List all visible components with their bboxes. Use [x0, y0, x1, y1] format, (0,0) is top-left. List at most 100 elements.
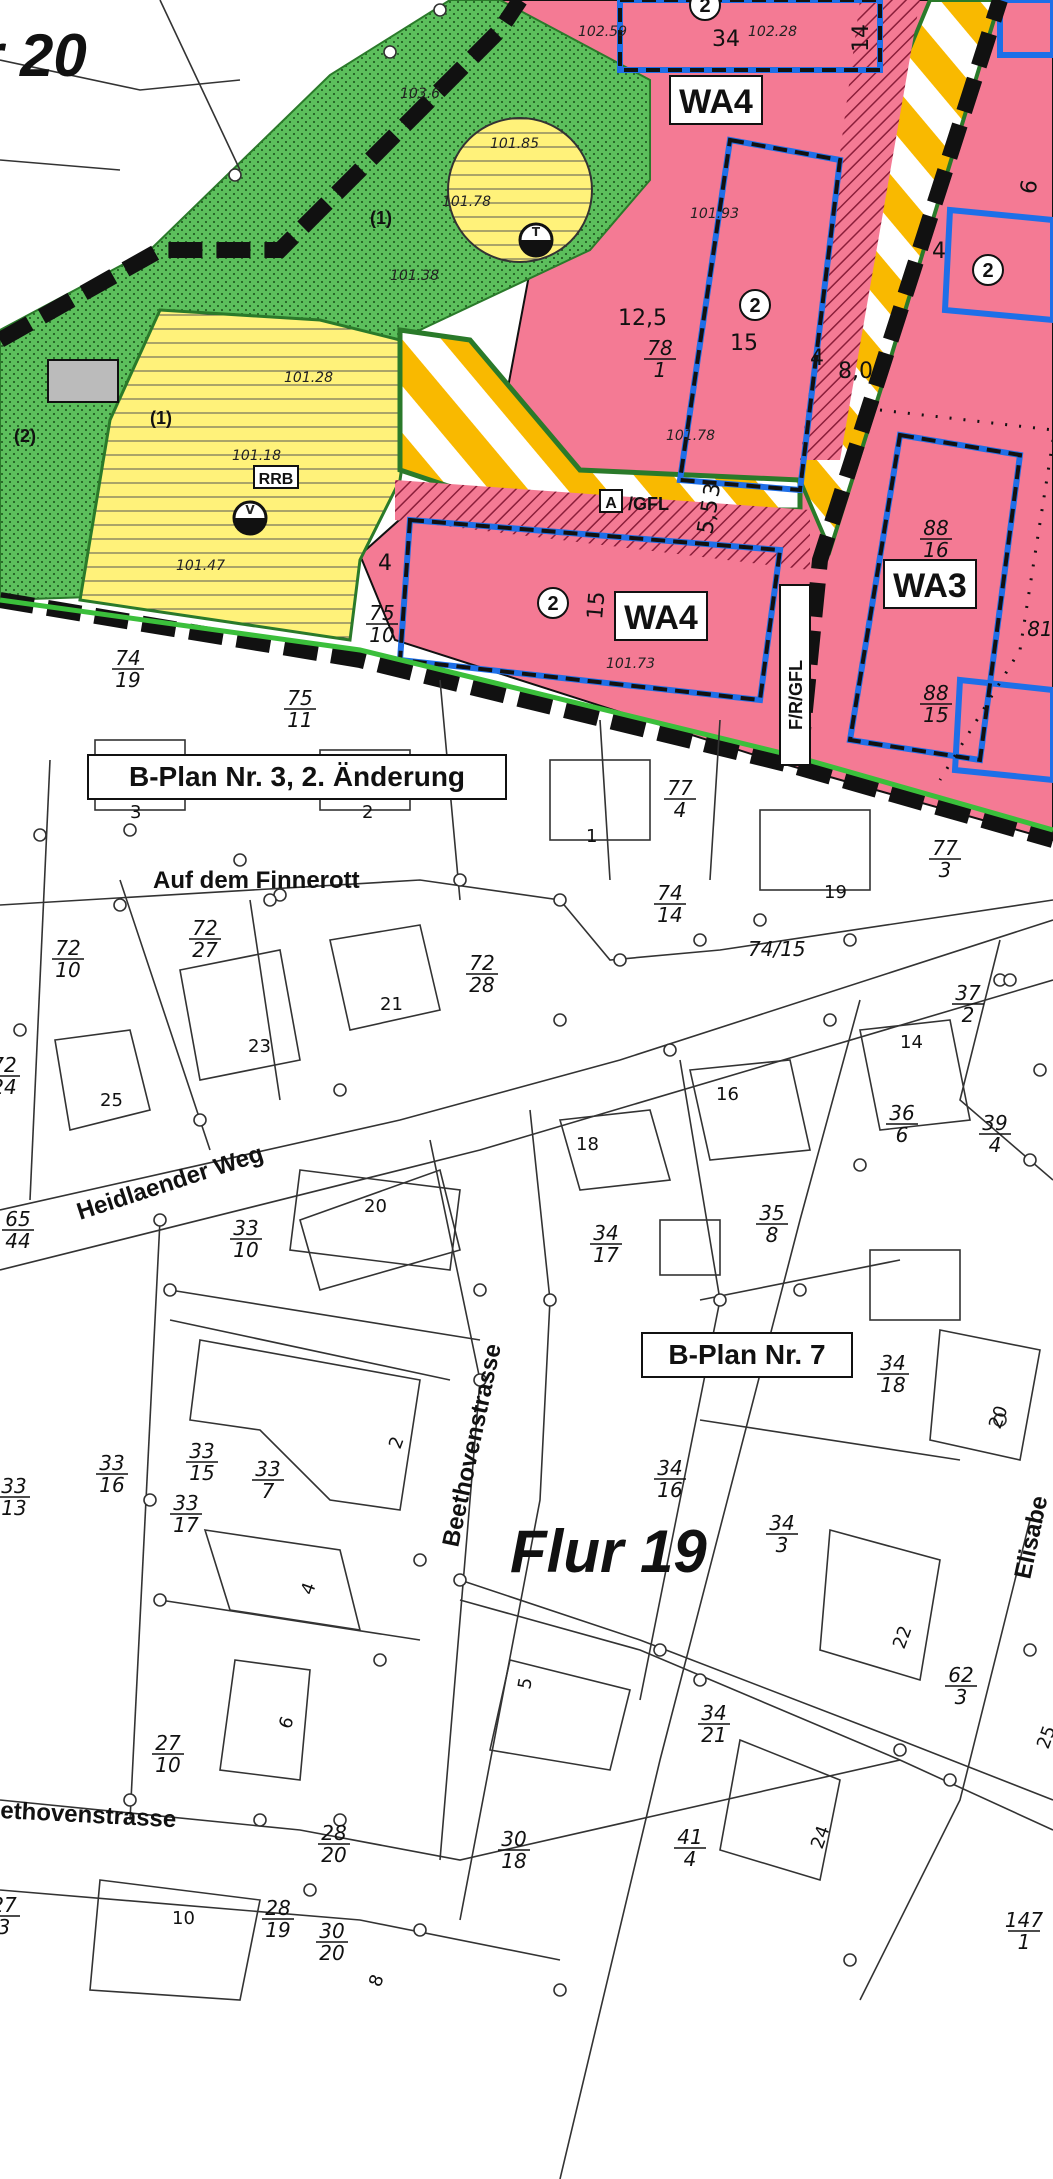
lot-number: 337 [252, 1457, 284, 1503]
lot-numerator: 33 [255, 1457, 280, 1481]
svg-text:8,0: 8,0 [838, 359, 873, 384]
lot-numerator: 74 [115, 646, 140, 670]
lot-numerator: 28 [321, 1821, 346, 1845]
lot-denominator: 17 [173, 1513, 199, 1537]
lot-numerator: 34 [701, 1701, 726, 1725]
hatched-strips [395, 0, 920, 570]
lot-numerator: 33 [173, 1491, 198, 1515]
lot-denominator: 4 [684, 1847, 697, 1871]
lot-denominator: 1 [654, 358, 667, 382]
svg-text:25: 25 [100, 1090, 123, 1111]
lot-numerator: 34 [593, 1221, 618, 1245]
lot-numerator: 27 [0, 1893, 17, 1917]
lot-denominator: 17 [593, 1243, 619, 1267]
lot-denominator: 10 [369, 623, 394, 647]
lot-denominator: 4 [989, 1133, 1002, 1157]
lot-number: 343 [766, 1511, 798, 1557]
lot-numerator: 77 [932, 836, 958, 860]
lot-numerator: 147 [1005, 1908, 1043, 1932]
svg-text:101.18: 101.18 [232, 448, 281, 464]
lot-numerator: 88 [923, 516, 948, 540]
lot-denominator: 16 [923, 538, 948, 562]
lot-number: 358 [756, 1201, 788, 1247]
lot-numerator: 62 [948, 1663, 973, 1687]
lot-number: 81 [1027, 617, 1052, 641]
svg-text:101.85: 101.85 [490, 136, 539, 152]
symbol-nodes [47, 222, 554, 536]
street-auf-dem-finnerott: Auf dem Finnerott [153, 867, 360, 894]
lot-numerator: 34 [880, 1351, 905, 1375]
svg-text:14: 14 [849, 24, 874, 52]
svg-text:101.28: 101.28 [284, 370, 333, 386]
lot-denominator: 4 [674, 798, 687, 822]
svg-text:101.47: 101.47 [176, 558, 225, 574]
lot-denominator: 1 [1018, 1930, 1031, 1954]
svg-text:18: 18 [576, 1134, 599, 1155]
dashed-envelope-lines [397, 0, 1023, 763]
lot-number: 414 [674, 1825, 706, 1871]
ref-1b: (1) [150, 408, 172, 428]
parcel-nodes [13, 3, 1047, 1997]
storey-markers [537, 0, 1004, 619]
svg-text:21: 21 [380, 994, 403, 1015]
lot-numerator: 28 [265, 1896, 290, 1920]
lot-denominator: 44 [5, 1229, 30, 1253]
lot-numerator: 78 [647, 336, 672, 360]
lot-numerator: 33 [99, 1451, 124, 1475]
lot-numerator: 72 [469, 951, 494, 975]
rrb-label: RRB [259, 471, 294, 488]
lot-numerator: 41 [677, 1825, 702, 1849]
lot-numerator: 33 [189, 1439, 214, 1463]
lot-numerator: 35 [759, 1201, 784, 1225]
height-labels: 101.85 101.78 101.93 101.38 101.78 101.4… [176, 24, 797, 672]
zone-label-wa3: WA3 [893, 567, 967, 605]
lot-number: 773 [929, 836, 961, 882]
bplan-7-label: B-Plan Nr. 7 [668, 1339, 825, 1370]
svg-text:2: 2 [699, 0, 710, 17]
zone-label-wa4-mid: WA4 [624, 599, 698, 637]
bplan-labels: B-Plan Nr. 3, 2. Änderung B-Plan Nr. 7 [87, 754, 853, 1378]
lot-numerator: 36 [889, 1101, 914, 1125]
lot-numerator: 74 [657, 881, 682, 905]
svg-text:101.73: 101.73 [606, 656, 655, 672]
lot-numerator: 34 [657, 1456, 682, 1480]
lot-numerator: 77 [667, 776, 693, 800]
bplan-3-label: B-Plan Nr. 3, 2. Änderung [129, 761, 465, 792]
node-line [879, 408, 1053, 781]
lot-denominator: 18 [501, 1849, 526, 1873]
svg-text:16: 16 [716, 1084, 739, 1105]
lot-plain-74-15: 74/15 [748, 937, 806, 961]
svg-text:101.93: 101.93 [690, 206, 739, 222]
lot-denominator: 3 [955, 1685, 968, 1709]
lot-denominator: 15 [923, 703, 948, 727]
lot-denominator: 15 [189, 1461, 214, 1485]
lot-denominator: 3 [939, 858, 952, 882]
svg-text:101.78: 101.78 [666, 428, 715, 444]
lot-numerator: 75 [287, 686, 312, 710]
lot-denominator: 19 [115, 668, 140, 692]
lot-number: 774 [664, 776, 696, 822]
ref-1a: (1) [370, 208, 392, 228]
lot-numerator: 72 [192, 916, 217, 940]
lot-number: 623 [945, 1663, 977, 1709]
lot-denominator: 21 [701, 1723, 726, 1747]
lot-denominator: 20 [319, 1941, 344, 1965]
lot-numerator: 37 [955, 981, 981, 1005]
lot-number: 394 [979, 1111, 1011, 1157]
lot-denominator: 18 [880, 1373, 905, 1397]
